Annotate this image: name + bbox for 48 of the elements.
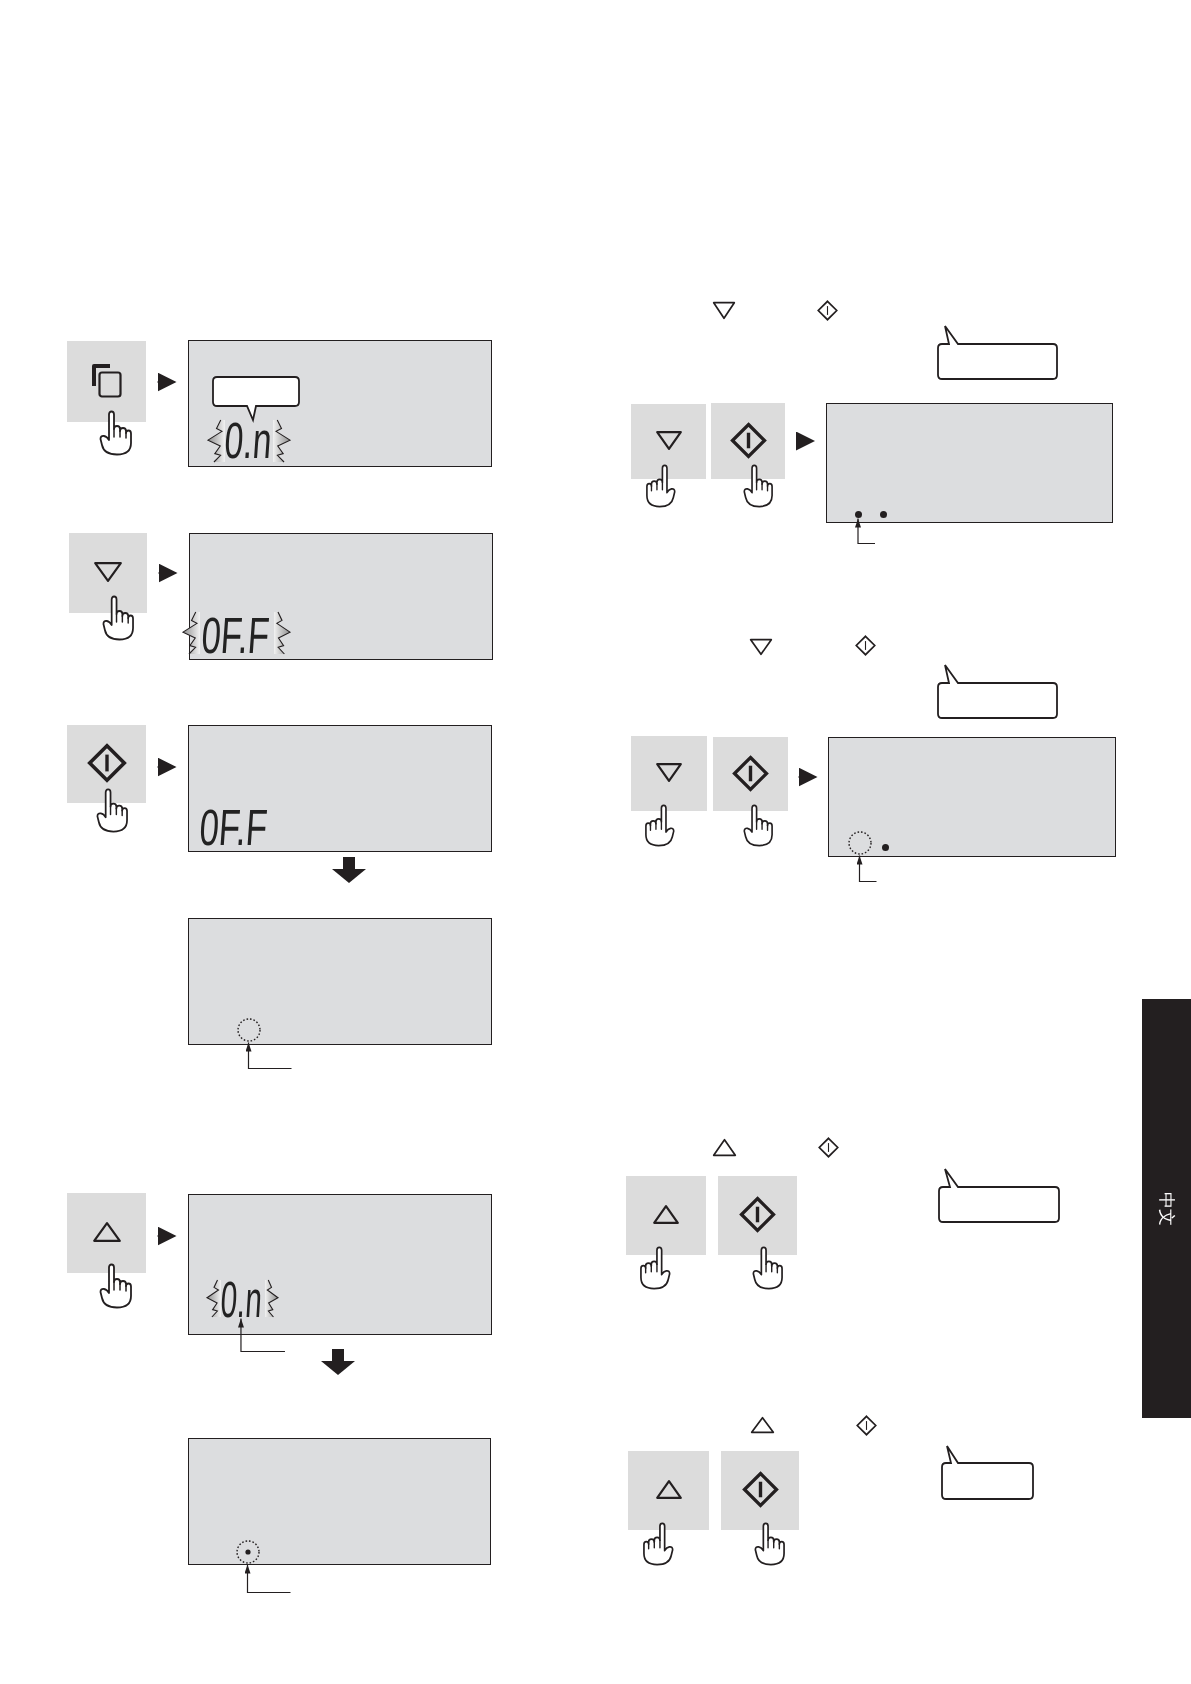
speech-bubble: [940, 1444, 1035, 1501]
speech-bubble: [936, 324, 1059, 381]
key-button: [713, 737, 788, 811]
key-button: [628, 1451, 709, 1530]
lcd-screen: [828, 737, 1116, 857]
lcd-screen: [826, 403, 1113, 523]
language-tab: [1142, 999, 1191, 1418]
lcd-screen: [188, 918, 492, 1045]
display-readout: 0F.F: [200, 618, 271, 654]
lcd-screen: [188, 1194, 492, 1335]
lcd-screen: [188, 725, 492, 852]
display-readout: 0F.F: [198, 810, 269, 846]
key-button: [718, 1176, 797, 1255]
key-button: [631, 736, 707, 811]
dotted-circle-icon: [847, 830, 872, 855]
arrow: [156, 757, 177, 777]
lcd-screen: [188, 1438, 491, 1565]
tab-label: 中文: [1156, 1191, 1177, 1226]
leader-line: [237, 1317, 286, 1353]
dotted-circle-icon: [236, 1017, 261, 1042]
arrow: [157, 563, 178, 583]
arrow: [795, 431, 815, 451]
lcd-screen: [188, 340, 492, 467]
leader-line: [244, 1563, 292, 1594]
leader-line: [245, 1041, 293, 1070]
key-button: [721, 1451, 799, 1530]
key-button: [67, 725, 146, 803]
speech-bubble: [936, 663, 1059, 720]
key-button: [69, 533, 147, 613]
leader-line: [856, 854, 878, 883]
key-button: [711, 403, 785, 479]
key-button: [67, 341, 146, 422]
speech-bubble: [937, 1167, 1061, 1224]
dotted-circle-icon: [235, 1539, 260, 1564]
dot-icon: [854, 510, 862, 518]
display-readout: 0.n: [223, 423, 273, 459]
key-button: [626, 1176, 706, 1255]
speech-bubble: [210, 374, 301, 422]
arrow: [797, 767, 818, 787]
arrow: [332, 857, 366, 883]
arrow: [156, 372, 177, 392]
arrow: [156, 1226, 177, 1246]
display-readout: 0.n: [219, 1281, 263, 1318]
arrow: [321, 1349, 355, 1375]
key-button: [67, 1193, 146, 1273]
key-button: [631, 404, 706, 479]
leader-line: [855, 517, 876, 545]
lcd-screen: [189, 533, 493, 660]
